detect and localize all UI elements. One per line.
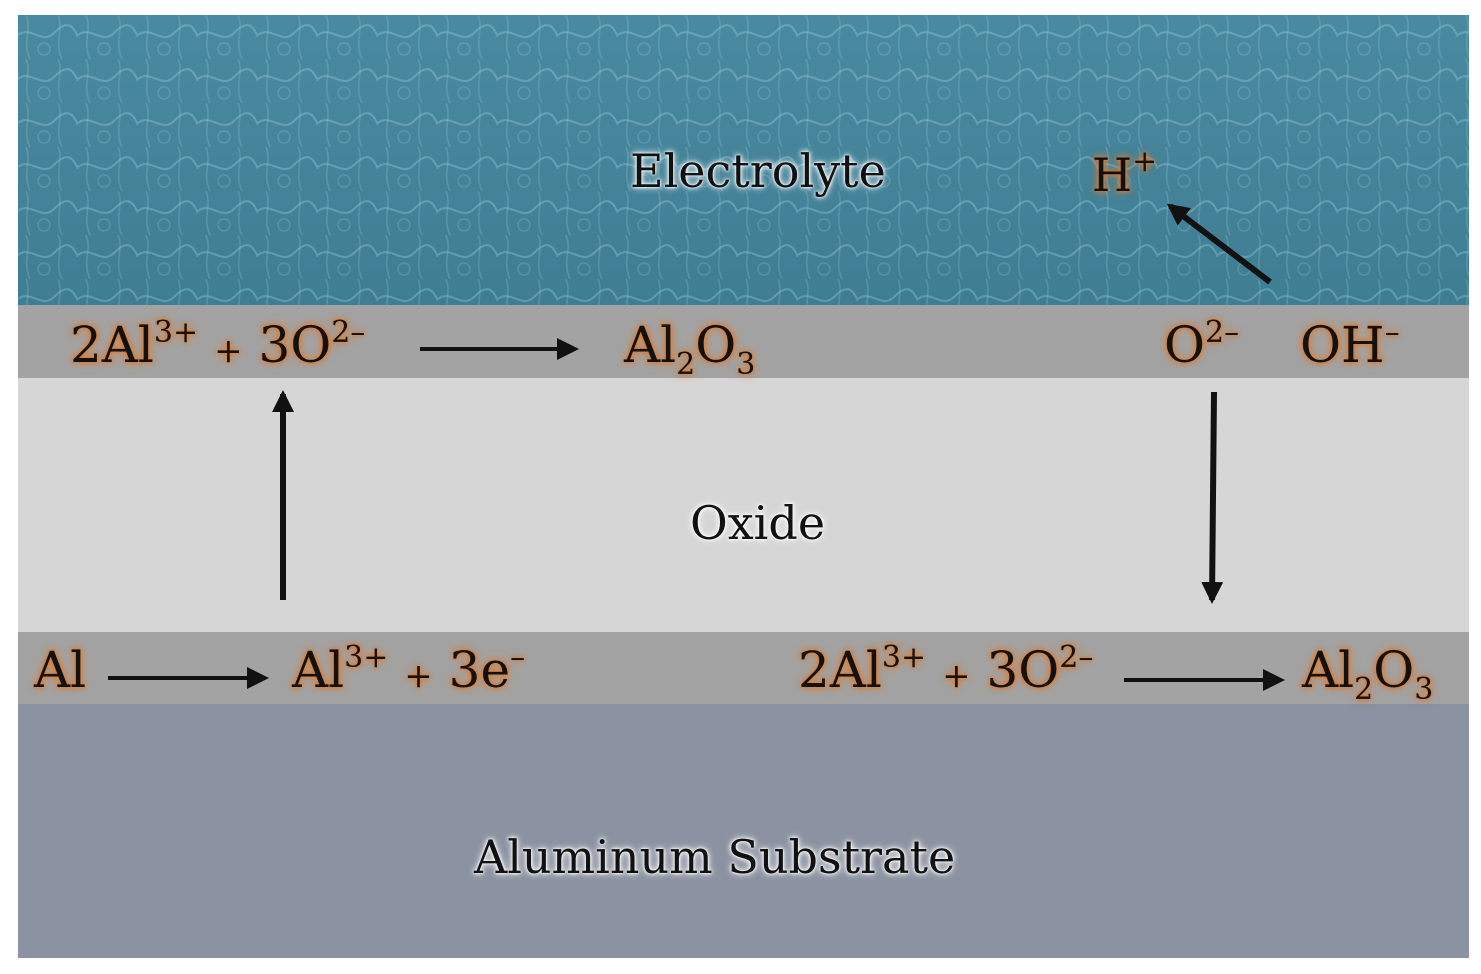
electrolyte-layer bbox=[18, 15, 1469, 305]
hydroxide-ion: OH– bbox=[1300, 315, 1400, 374]
top-interface-band bbox=[18, 305, 1469, 378]
bottom-left-reactant: Al bbox=[34, 641, 87, 699]
water-texture bbox=[18, 15, 1469, 305]
hydrogen-ion: H+ bbox=[1092, 144, 1158, 202]
bottom-right-reactants: 2Al3+ + 3O2– bbox=[798, 640, 1094, 699]
electrolyte-label: Electrolyte bbox=[630, 144, 886, 198]
substrate-layer bbox=[18, 704, 1469, 958]
oxide-label: Oxide bbox=[690, 496, 826, 550]
bottom-left-products: Al3+ + 3e– bbox=[292, 640, 526, 699]
bottom-right-product: Al2O3 bbox=[1302, 641, 1434, 707]
top-left-reactants: 2Al3+ + 3O2– bbox=[70, 315, 366, 374]
oxide-layer bbox=[18, 378, 1469, 632]
substrate-label: Aluminum Substrate bbox=[474, 830, 956, 884]
bottom-interface-band bbox=[18, 632, 1469, 704]
oxygen-ion: O2– bbox=[1164, 315, 1240, 374]
top-left-product: Al2O3 bbox=[624, 316, 756, 382]
